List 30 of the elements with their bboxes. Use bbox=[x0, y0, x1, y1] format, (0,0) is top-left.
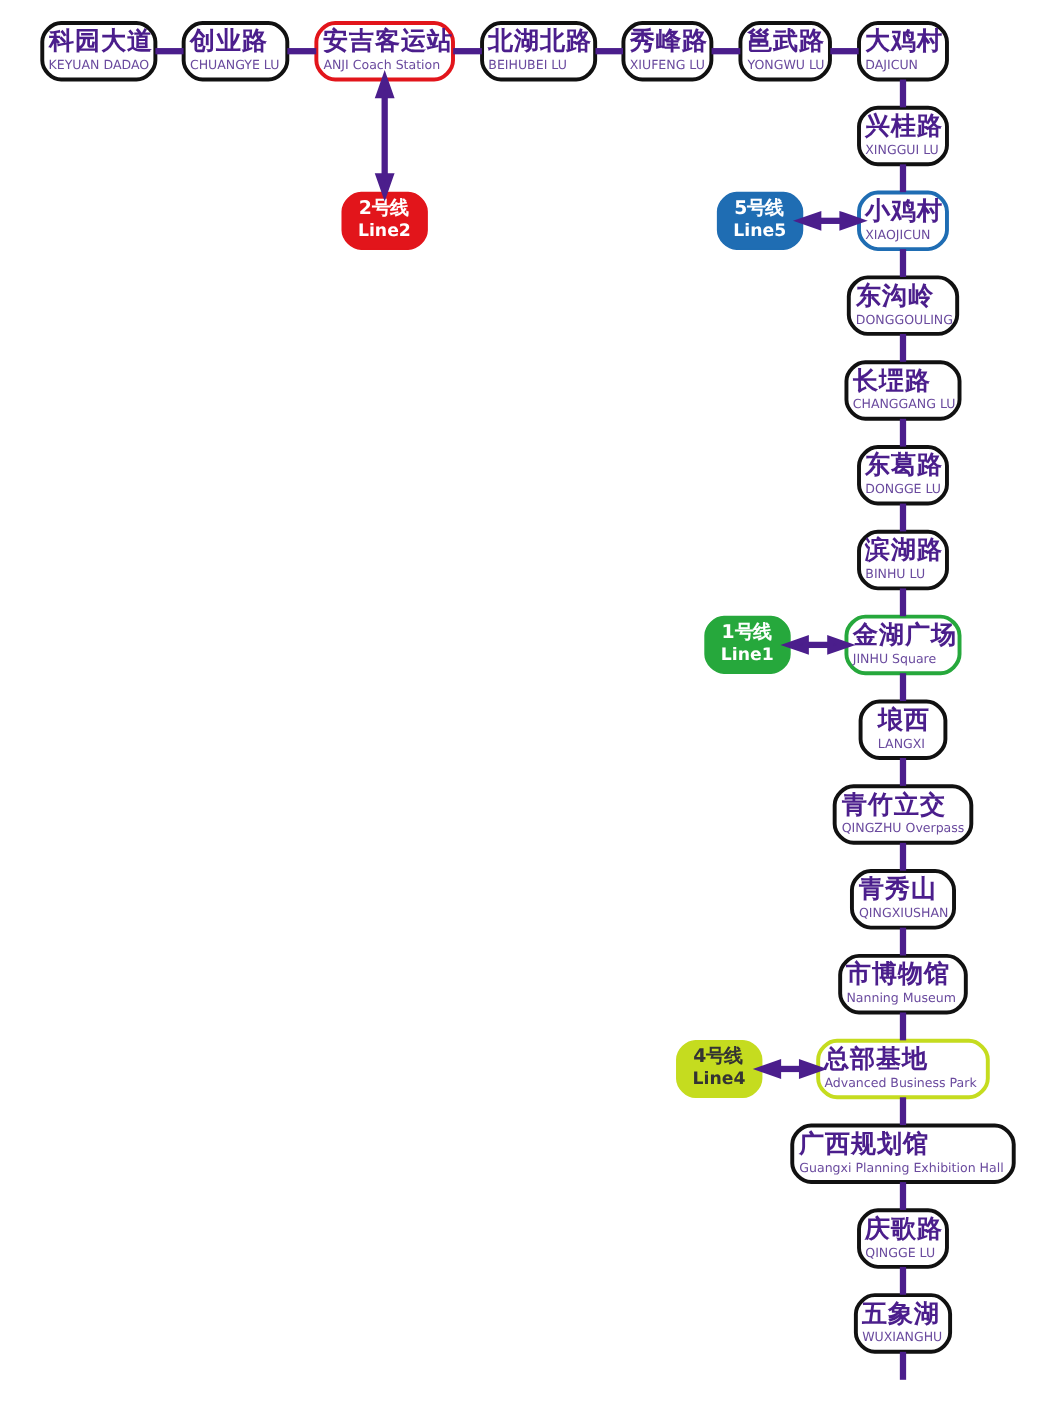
connector bbox=[899, 164, 907, 193]
connector bbox=[899, 503, 907, 532]
connector bbox=[155, 48, 184, 55]
connector bbox=[595, 48, 623, 55]
node-box: 5号线 Line5 bbox=[716, 191, 804, 250]
connector bbox=[899, 1012, 907, 1041]
arrow bbox=[780, 634, 856, 655]
connector bbox=[899, 1266, 907, 1295]
connector bbox=[899, 758, 907, 786]
arrow bbox=[793, 210, 868, 231]
connector bbox=[899, 588, 907, 617]
connector bbox=[453, 48, 482, 55]
arrow bbox=[374, 70, 395, 202]
connector bbox=[899, 673, 907, 702]
node-box: 4号线 Line4 bbox=[676, 1039, 763, 1098]
node-box: 2号线 Line2 bbox=[341, 191, 428, 250]
connector bbox=[287, 48, 317, 55]
connector bbox=[711, 48, 741, 55]
arrow bbox=[752, 1059, 828, 1079]
connector bbox=[830, 48, 859, 55]
connector bbox=[899, 249, 907, 277]
connector bbox=[899, 79, 907, 108]
connector bbox=[899, 842, 907, 871]
connector bbox=[899, 333, 907, 362]
connector bbox=[899, 927, 907, 956]
node-box: 1号线 Line1 bbox=[704, 615, 791, 674]
connector bbox=[899, 1097, 907, 1126]
connector bbox=[899, 1351, 907, 1380]
connector bbox=[899, 1182, 907, 1210]
connector bbox=[899, 418, 907, 447]
